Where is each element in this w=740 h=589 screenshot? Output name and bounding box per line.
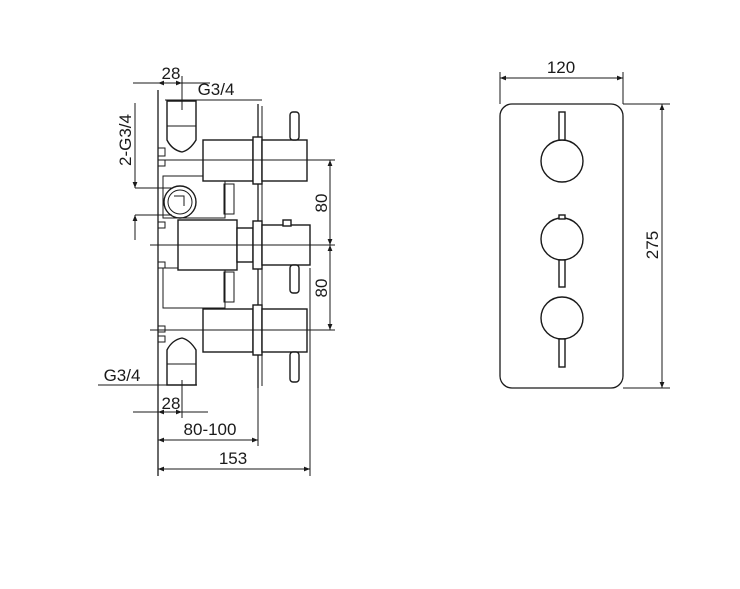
upper-cartridge — [162, 175, 226, 219]
dim-top-thread: G3/4 — [198, 80, 235, 99]
dim-height: 275 — [643, 231, 662, 259]
front-knob-middle — [540, 217, 584, 261]
dim-bottom-outlet-offset: 28 — [162, 394, 181, 413]
cover-plate — [499, 103, 624, 389]
front-knob-top — [540, 139, 584, 183]
dim-total-depth: 153 — [219, 449, 247, 468]
dim-top-outlet-offset: 28 — [162, 64, 181, 83]
dim-spacing-upper: 80 — [312, 194, 331, 213]
dim-width: 120 — [547, 58, 575, 77]
upper-lever — [289, 111, 300, 141]
front-lever-bottom — [558, 338, 566, 368]
inlet-port — [163, 185, 197, 219]
front-view: 120 275 — [499, 58, 670, 389]
dim-wall-depth: 80-100 — [184, 420, 237, 439]
bottom-outlet-elbow — [166, 337, 197, 386]
lower-lever — [289, 351, 300, 383]
dim-inlets: 2-G3/4 — [116, 114, 135, 166]
front-lever-top — [558, 111, 566, 141]
side-view: 28 G3/4 2-G3/4 80 80 G3/4 28 80-100 15 — [98, 64, 335, 476]
dim-bottom-thread: G3/4 — [104, 366, 141, 385]
front-lever-middle — [558, 259, 566, 288]
front-knob-bottom — [540, 296, 584, 340]
middle-lever — [289, 264, 300, 294]
dim-spacing-lower: 80 — [312, 279, 331, 298]
lower-cartridge — [162, 267, 226, 309]
